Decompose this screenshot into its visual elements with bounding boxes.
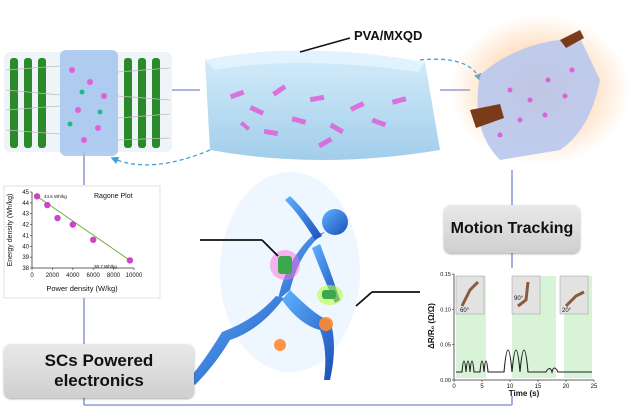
ragone-point [69, 221, 77, 228]
ragone-x-tick-label: 0 [30, 273, 34, 279]
ragone-x-ticks: 0 2000 4000 6000 8000 10000 [30, 268, 143, 279]
ragone-point [126, 257, 134, 264]
dashed-arrow-bottom [110, 149, 211, 166]
ragone-y-tick-label: 43 [22, 212, 29, 218]
wrist-sensor-pointer [355, 291, 373, 307]
signal-y-tick-label: 0.15 [440, 272, 451, 278]
ankle-joint-highlight [274, 339, 286, 351]
ragone-point [54, 214, 61, 222]
signal-x-tick-label: 0 [452, 384, 456, 390]
signal-x-tick-label: 15 [535, 384, 542, 390]
inset-photo-1: 60° [455, 275, 485, 315]
angle-label-3: 20° [562, 308, 572, 314]
angle-label-1: 60° [460, 308, 470, 314]
ragone-x-tick-label: 4000 [66, 273, 80, 279]
ragone-fit-line [36, 195, 131, 261]
ragone-y-tick-label: 42 [22, 223, 29, 229]
ragone-y-tick-label: 40 [22, 244, 29, 250]
runner-leg-front [282, 290, 334, 380]
title-leader-line [299, 37, 351, 53]
ragone-x-tick-label: 2000 [46, 273, 60, 279]
signal-trace [456, 349, 592, 375]
signal-x-tick-label: 10 [507, 384, 514, 390]
scs-label-line1: SCs Powered [44, 351, 154, 370]
ragone-annotation-high: 44.6 Wh/kg [44, 194, 67, 199]
signal-x-label: Time (s) [509, 389, 540, 398]
runner-torso [278, 232, 325, 300]
stretched-gel-illustration [450, 15, 630, 165]
ragone-y-label: Energy density (Wh/kg) [7, 194, 14, 267]
ragone-y-tick-label: 39 [22, 255, 29, 261]
ragone-y-tick-label: 45 [22, 190, 29, 196]
ragone-title: Ragone Plot [94, 193, 133, 200]
runner-arm-back [285, 196, 322, 240]
back-sensor-pointer-diag [261, 239, 279, 257]
signal-x-ticks: 0 5 10 15 20 25 [452, 380, 598, 390]
signal-x-tick-label: 20 [563, 384, 570, 390]
back-sensor [278, 256, 292, 274]
inset-photo-2: 90° [511, 275, 541, 315]
knee-joint-highlight [319, 317, 333, 331]
scs-label-line2: electronics [54, 371, 144, 390]
supercapacitor-illustration [4, 50, 172, 156]
runner-figure [188, 172, 360, 385]
signal-y-ticks: 0.00 0.05 0.10 0.15 [440, 272, 454, 384]
ragone-y-tick-label: 44 [22, 201, 29, 207]
scs-powered-electronics-label: SCs Powered electronics [4, 344, 194, 398]
signal-y-tick-label: 0.05 [440, 343, 451, 349]
connector-lines [83, 89, 513, 406]
ragone-y-ticks: 38 39 40 41 42 43 44 45 [22, 190, 32, 272]
runner-head [322, 209, 348, 235]
ragone-axes [31, 192, 134, 269]
ragone-point [33, 193, 41, 200]
ragone-x-tick-label: 8000 [107, 273, 121, 279]
ragone-point [44, 201, 51, 209]
dashed-arrow-top [419, 58, 482, 82]
page-title: PVA/MXQD [354, 28, 423, 43]
pva-mxqd-gel [205, 50, 440, 160]
signal-x-tick-label: 5 [480, 384, 484, 390]
ragone-y-tick-label: 38 [22, 266, 29, 272]
signal-x-tick-label: 25 [591, 384, 598, 390]
ragone-x-tick-label: 10000 [126, 273, 143, 279]
ragone-x-label: Power density (W/kg) [46, 284, 118, 293]
wrist-sensor [322, 290, 336, 299]
signal-y-tick-label: 0.00 [440, 378, 451, 384]
ragone-annotation-low: 38.7 Wh/kg [94, 264, 117, 269]
angle-label-2: 90° [514, 296, 524, 302]
signal-y-label: ΔR/R₀ (Ω/Ω) [427, 303, 436, 349]
ragone-x-tick-label: 6000 [87, 273, 101, 279]
ragone-chart: Ragone Plot 38 39 40 41 42 43 44 45 0 2000 4000 60… [3, 185, 161, 299]
ragone-points [33, 193, 134, 264]
inset-photo-3: 20° [559, 275, 589, 315]
ragone-y-tick-label: 41 [22, 233, 29, 239]
runner-leg-back [188, 296, 284, 385]
signal-y-tick-label: 0.10 [440, 307, 451, 313]
motion-tracking-label: Motion Tracking [444, 205, 580, 253]
ragone-point [90, 236, 97, 243]
